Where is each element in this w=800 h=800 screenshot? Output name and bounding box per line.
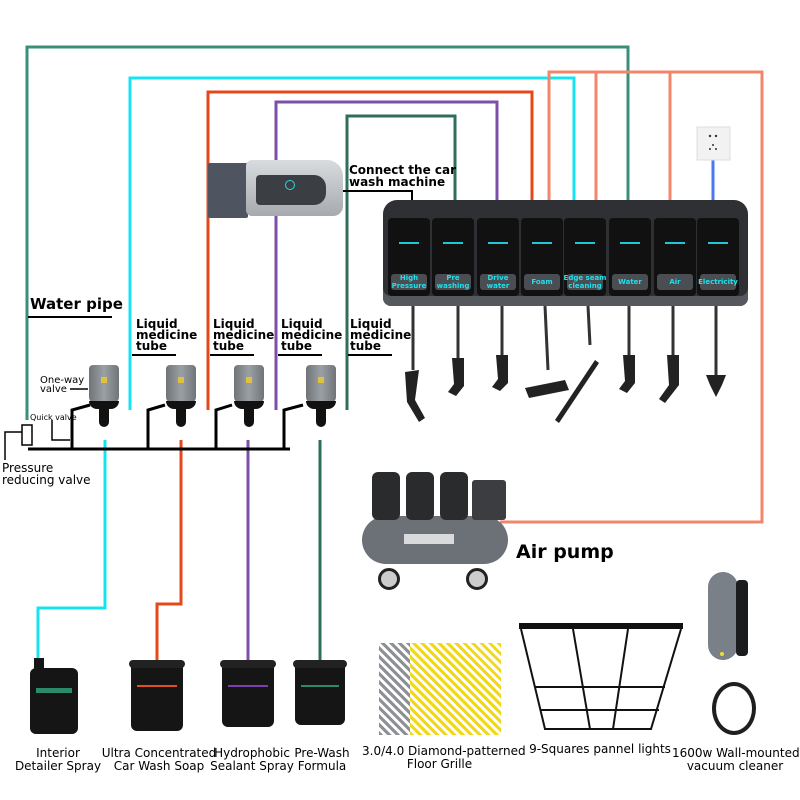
connect-machine-label: Connect the car wash machine: [349, 163, 457, 189]
bay-label: High Pressure: [391, 274, 427, 290]
product-label-4: Pre-Wash Formula: [294, 746, 350, 773]
station-bay-3: Drive water: [477, 218, 519, 296]
vacuum-hose-coil-icon: [712, 682, 756, 735]
bay-label: Edge seam cleaning: [563, 274, 607, 290]
socket-holes-icon: [708, 134, 718, 150]
accessory-label-grille: 3.0/4.0 Diamond-patterned Floor Grille: [362, 744, 526, 771]
dosing-valve-1: [89, 365, 119, 427]
product-sealant-spray: [220, 660, 276, 727]
wall-vacuum: [708, 572, 756, 740]
cyan-tube-upper: [128, 76, 576, 410]
purple-tube-upper: [274, 100, 499, 410]
quick-valve-label: Quick valve: [30, 413, 77, 422]
orange-tube-upper: [206, 90, 534, 410]
valve-branch-3: [214, 403, 233, 449]
air-pump-label: Air pump: [516, 541, 614, 563]
liquid-tube-underline-2: [210, 354, 254, 356]
product-interior-detailer: [30, 658, 78, 734]
quick-valve-leader: [51, 420, 70, 441]
water-pipe-underline: [28, 316, 112, 318]
station-bay-1: High Pressure: [388, 218, 430, 296]
liquid-tube-label-4: Liquid medicine tube: [350, 317, 412, 353]
panel-lights: [519, 623, 683, 730]
station-bay-5: Edge seam cleaning: [564, 218, 606, 296]
spray-hoses: [411, 305, 718, 375]
floor-grille: [379, 643, 501, 735]
pump-wheel-icon: [466, 568, 488, 590]
product-car-wash-soap: [129, 660, 185, 731]
station-bay-4: Foam: [521, 218, 563, 296]
bay-label: Air: [657, 274, 693, 290]
bay-indicator: [665, 242, 685, 244]
liquid-tube-label-1: Liquid medicine tube: [136, 317, 198, 353]
liquid-tube-label-2: Liquid medicine tube: [213, 317, 275, 353]
dosing-valve-4: [306, 365, 336, 427]
product-label-3: Hydrophobic Sealant Spray: [210, 746, 294, 773]
bay-indicator: [532, 242, 552, 244]
bay-indicator: [575, 242, 595, 244]
car-wash-machine: [208, 160, 343, 222]
product-label-2: Ultra Concentrated Car Wash Soap: [101, 746, 217, 773]
product-pre-wash: [293, 660, 347, 725]
valve-branch-1: [70, 403, 91, 449]
liquid-tube-underline-1: [132, 354, 176, 356]
cyan-tube-lower: [36, 440, 107, 662]
machine-logo-icon: [285, 180, 295, 190]
pressure-reducing-valve-label: Pressure reducing valve: [2, 461, 91, 487]
wall-socket: [696, 126, 731, 161]
bay-label: Water: [612, 274, 648, 290]
station-bay-8: Electricity: [697, 218, 739, 296]
pressure-reducing-valve: [21, 424, 33, 446]
liquid-tube-label-3: Liquid medicine tube: [281, 317, 343, 353]
accessory-label-lights: 9-Squares pannel lights: [529, 742, 671, 756]
bay-indicator: [708, 242, 728, 244]
bay-label: Pre washing: [435, 274, 471, 290]
one-way-valve-label: One-way valve: [40, 375, 85, 395]
air-line: [500, 70, 764, 524]
air-pump: [362, 472, 512, 590]
valve-branch-2: [146, 403, 166, 449]
spray-guns: [405, 355, 726, 423]
water-pipe-line: [25, 45, 630, 420]
pressure-valve-leader: [4, 431, 22, 460]
bay-indicator: [443, 242, 463, 244]
liquid-tube-underline-3: [278, 354, 322, 356]
orange-tube-lower: [155, 440, 183, 662]
vacuum-indicator-icon: [720, 652, 724, 656]
bay-indicator: [488, 242, 508, 244]
accessory-label-vacuum: 1600w Wall-mounted vacuum cleaner: [672, 746, 800, 773]
bay-indicator: [620, 242, 640, 244]
valve-branch-4: [282, 403, 304, 449]
bay-label: Drive water: [480, 274, 516, 290]
station-bay-6: Water: [609, 218, 651, 296]
bay-indicator: [399, 242, 419, 244]
product-label-1: Interior Detailer Spray: [14, 746, 102, 773]
liquid-tube-underline-4: [348, 354, 392, 356]
bay-label: Foam: [524, 274, 560, 290]
bay-label: Electricity: [698, 274, 738, 290]
station-bay-7: Air: [654, 218, 696, 296]
dosing-valve-2: [166, 365, 196, 427]
green-tube-upper: [345, 114, 457, 410]
dosing-valve-3: [234, 365, 264, 427]
station-bay-2: Pre washing: [432, 218, 474, 296]
water-pipe-label: Water pipe: [30, 295, 123, 313]
pump-wheel-icon: [378, 568, 400, 590]
